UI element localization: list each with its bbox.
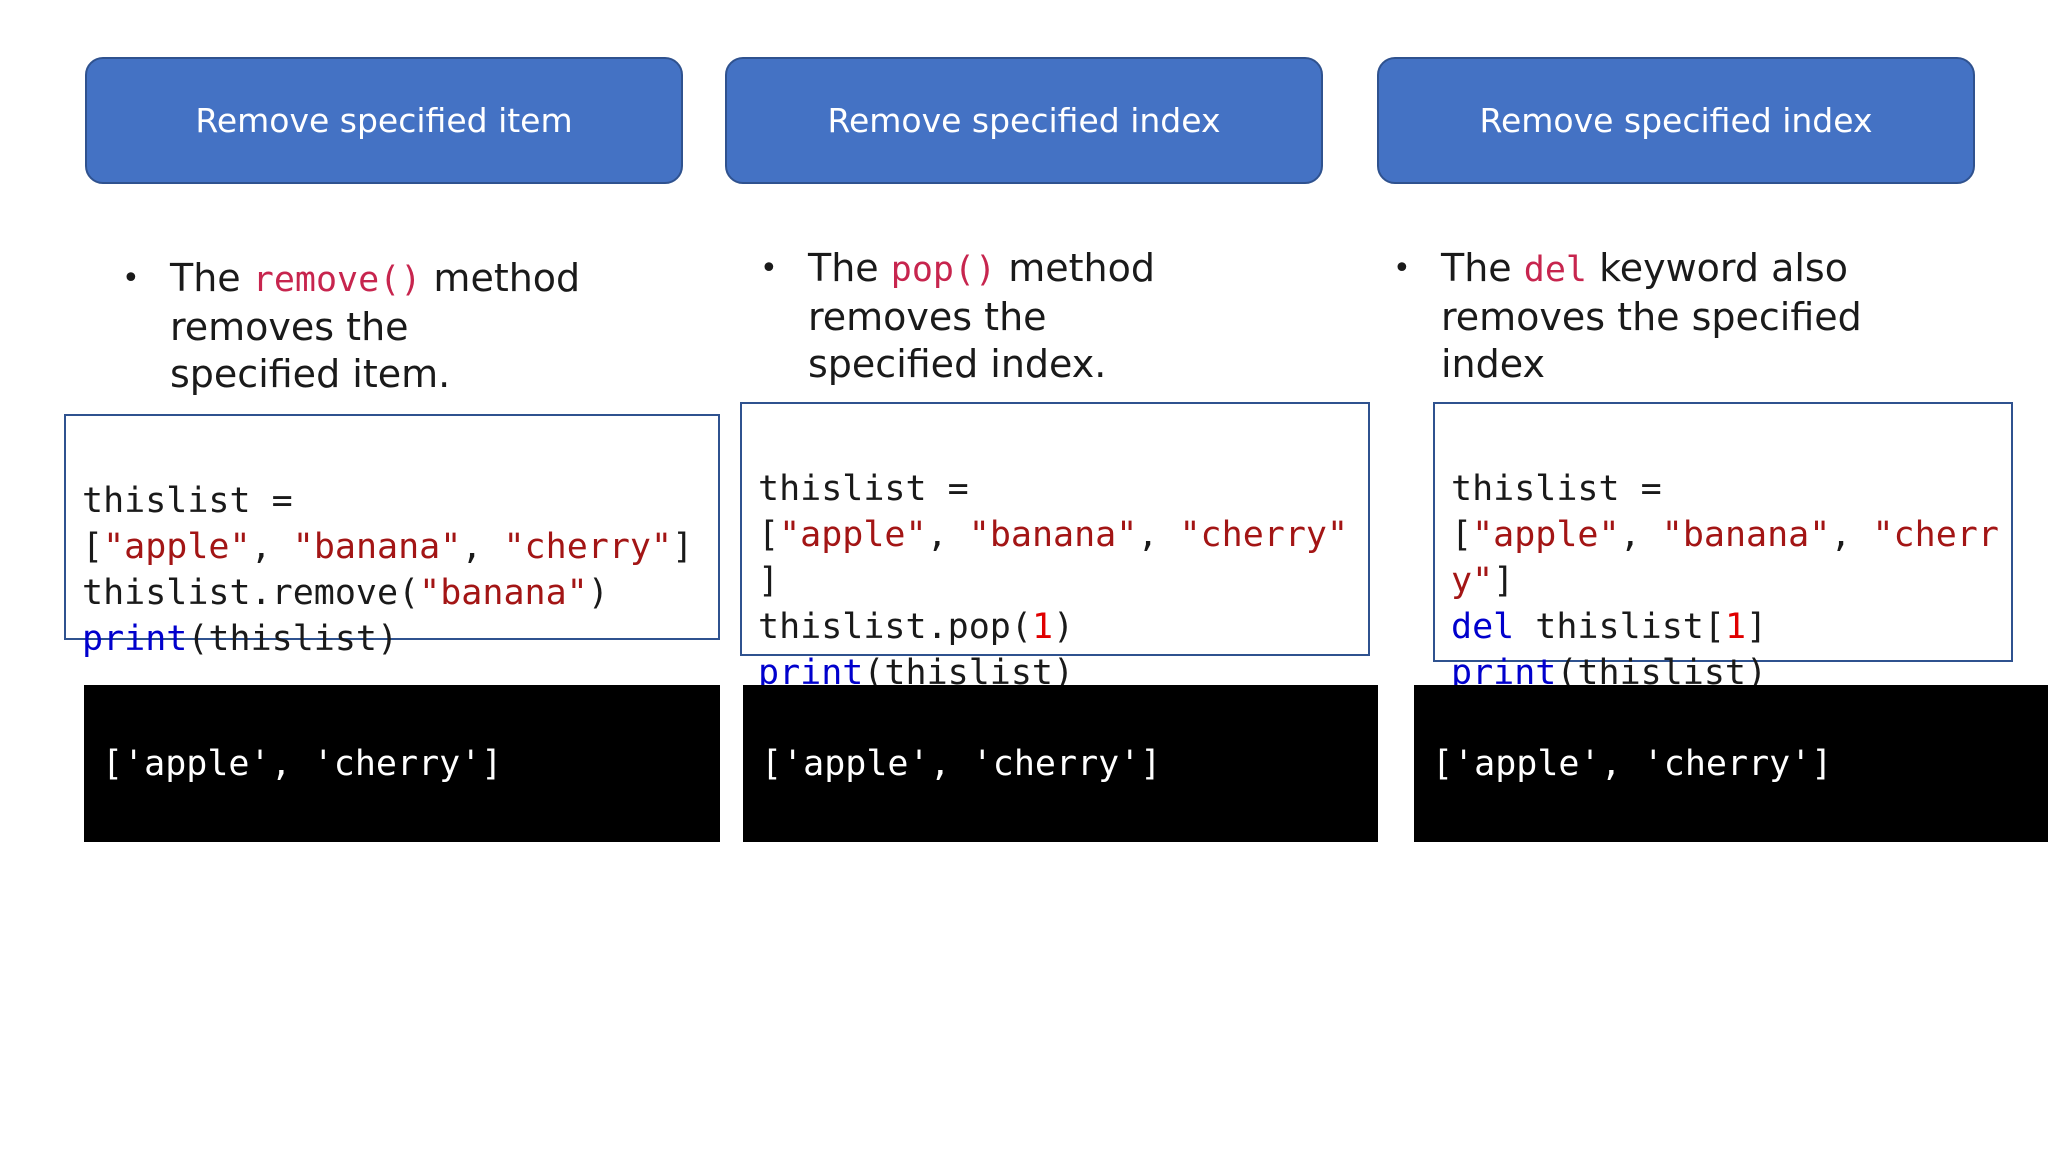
code-line: del thislist[1] <box>1451 607 1768 647</box>
header-remove-item: Remove specified item <box>85 57 683 184</box>
bullet-dot-icon: • <box>122 261 140 296</box>
code-line: ] <box>758 561 780 601</box>
code-line: thislist = <box>1451 469 1662 509</box>
inline-keyword: pop() <box>890 250 997 290</box>
output-console-del: ['apple', 'cherry'] <box>1414 685 2048 842</box>
bullet-text: The del keyword also removes the specifi… <box>1441 246 1862 386</box>
bullet-pop: • The pop() method removes the specified… <box>760 245 1320 395</box>
code-line: thislist.remove("banana") <box>82 573 609 613</box>
bullet-text: The remove() method removes the specifie… <box>170 256 581 396</box>
bullet-del: • The del keyword also removes the speci… <box>1393 245 1993 395</box>
code-line: thislist = <box>758 469 969 509</box>
code-line: ["apple", "banana", "cherry" <box>758 515 1349 555</box>
bullet-text: The pop() method removes the specified i… <box>808 246 1155 386</box>
output-text: ['apple', 'cherry'] <box>1432 743 1833 784</box>
header-label: Remove specified item <box>195 101 573 140</box>
inline-keyword: remove() <box>252 260 422 300</box>
code-block-remove: thislist = ["apple", "banana", "cherry"] t… <box>64 414 720 659</box>
code-line: ["apple", "banana", "cherr <box>1451 515 1999 555</box>
code-block-pop: thislist = ["apple", "banana", "cherry"] t… <box>740 402 1370 693</box>
bullet-remove: • The remove() method removes the specif… <box>122 255 682 405</box>
code-line: thislist.pop(1) <box>758 607 1075 647</box>
code-line: thislist = <box>82 481 293 521</box>
output-console-pop: ['apple', 'cherry'] <box>743 685 1378 842</box>
code-line: print(thislist) <box>82 619 399 659</box>
code-line: y"] <box>1451 561 1515 601</box>
code-block-del: thislist = ["apple", "banana", "cherr y"] d… <box>1433 402 2013 693</box>
output-text: ['apple', 'cherry'] <box>761 743 1162 784</box>
inline-keyword: del <box>1523 250 1587 290</box>
code-line: ["apple", "banana", "cherry"] <box>82 527 694 567</box>
output-text: ['apple', 'cherry'] <box>102 743 503 784</box>
header-remove-index-pop: Remove specified index <box>725 57 1323 184</box>
bullet-dot-icon: • <box>760 251 778 286</box>
bullet-dot-icon: • <box>1393 251 1411 286</box>
header-remove-index-del: Remove specified index <box>1377 57 1975 184</box>
output-console-remove: ['apple', 'cherry'] <box>84 685 720 842</box>
header-label: Remove specified index <box>827 101 1221 140</box>
header-label: Remove specified index <box>1479 101 1873 140</box>
